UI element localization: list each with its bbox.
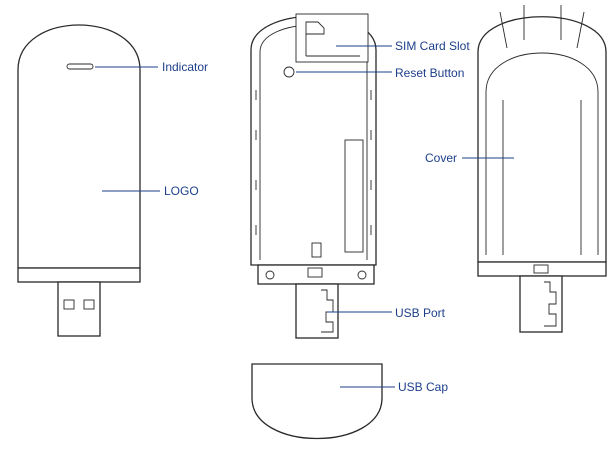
reset-button <box>283 66 295 78</box>
sim-card-slot-label: SIM Card Slot <box>395 39 470 53</box>
indicator-light <box>66 63 94 70</box>
usb-port-label: USB Port <box>395 306 446 320</box>
internal-component <box>344 139 364 253</box>
cover-latch <box>533 264 549 274</box>
open-view <box>250 13 377 339</box>
cover-view <box>477 5 607 333</box>
internal-tab <box>311 242 322 258</box>
usb-cap-view <box>251 363 383 440</box>
screw-left <box>265 270 275 280</box>
cover-usb-pins <box>544 281 557 327</box>
reset-button-label: Reset Button <box>395 66 464 80</box>
open-usb-connector <box>295 283 339 339</box>
cover-base-band <box>477 261 607 277</box>
sim-card-slot <box>295 13 369 63</box>
front-base-band <box>17 267 141 283</box>
cover-outer <box>477 16 607 263</box>
usb-cap <box>251 363 383 440</box>
cover-label: Cover <box>425 151 457 165</box>
front-view <box>17 24 141 337</box>
screw-right <box>357 270 367 280</box>
cover-inner <box>485 52 599 255</box>
usb-cap-label: USB Cap <box>398 380 448 394</box>
base-latch <box>307 267 323 278</box>
front-usb-hole-left <box>63 299 75 310</box>
front-body <box>17 24 141 269</box>
indicator-label: Indicator <box>162 60 208 74</box>
logo-label: LOGO <box>164 184 199 198</box>
sim-card-corner <box>305 21 325 35</box>
front-usb-hole-right <box>83 299 95 310</box>
